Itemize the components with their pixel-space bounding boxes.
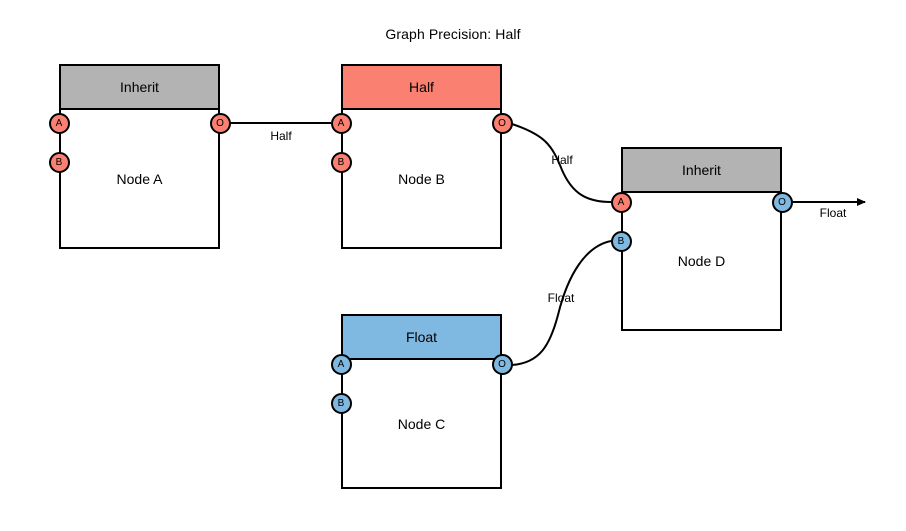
node-a-port-b[interactable]: B (48, 151, 70, 173)
node-b-port-b[interactable]: B (330, 151, 352, 173)
node-d-port-b[interactable]: B (610, 230, 632, 252)
edge-a-to-b-label: Half (270, 129, 292, 143)
node-a-header: Inherit (61, 66, 218, 110)
page-title: Graph Precision: Half (385, 26, 521, 42)
node-b-header: Half (343, 66, 500, 110)
node-b-label: Node B (398, 170, 445, 187)
node-c-header: Float (343, 316, 500, 360)
node-a-port-a[interactable]: A (48, 112, 70, 134)
edge-c-to-d-label: Float (547, 291, 575, 305)
node-b-port-o[interactable]: O (491, 112, 513, 134)
edge-output-label: Float (819, 206, 847, 220)
node-d-port-o[interactable]: O (771, 191, 793, 213)
edge-b-to-d[interactable] (511, 123, 612, 203)
node-d-port-a[interactable]: A (610, 191, 632, 213)
node-a-port-o[interactable]: O (209, 112, 231, 134)
node-b-port-a[interactable]: A (330, 112, 352, 134)
node-c-label: Node C (397, 415, 446, 432)
node-d-header: Inherit (623, 149, 780, 193)
node-c-port-a[interactable]: A (330, 353, 352, 375)
node-c-port-b[interactable]: B (330, 392, 352, 414)
node-d-label: Node D (677, 253, 726, 269)
node-a-label: Node A (116, 170, 163, 187)
node-c-port-o[interactable]: O (491, 353, 513, 375)
edge-c-to-d[interactable] (511, 240, 612, 366)
edge-b-to-d-label: Half (551, 153, 573, 167)
